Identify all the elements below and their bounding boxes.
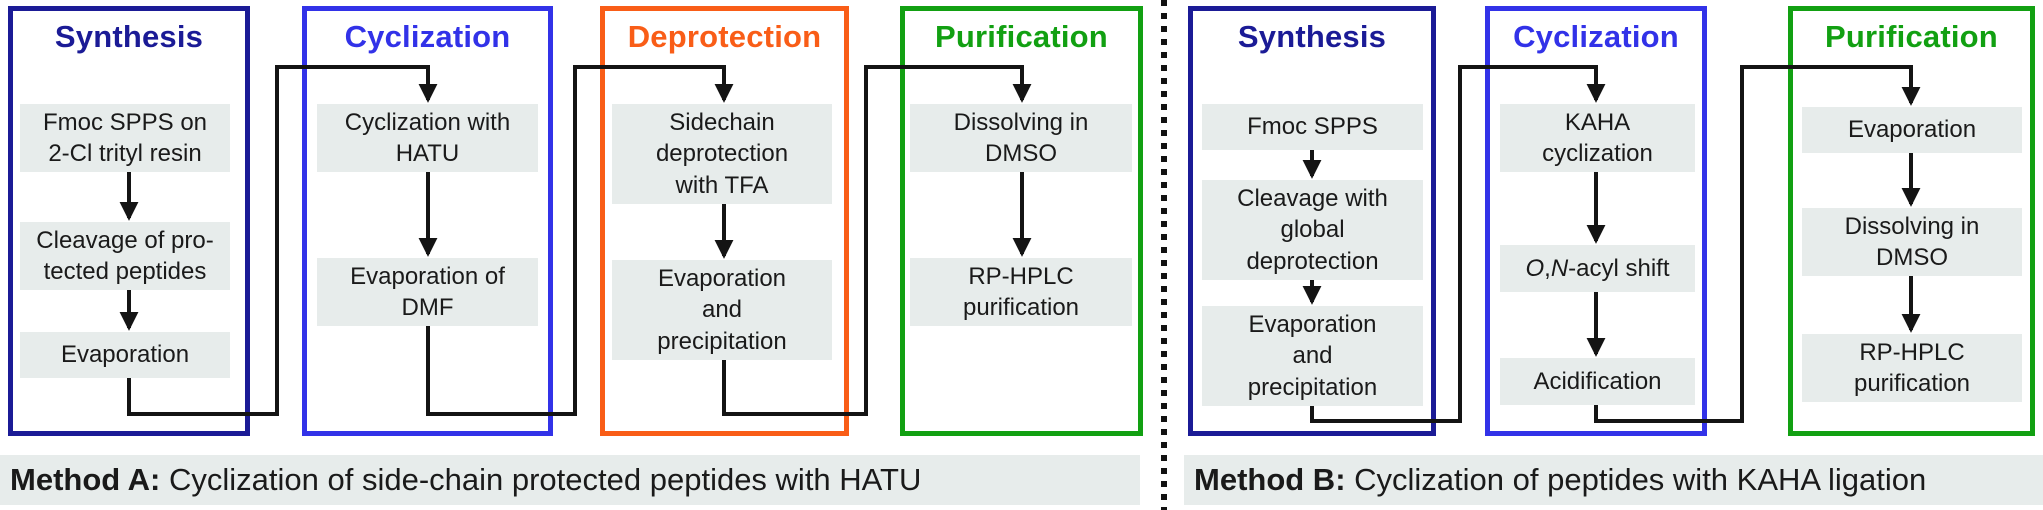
on-acyl-comma: ,	[1544, 254, 1551, 282]
step-b-synthesis-fmoc-spps: Fmoc SPPS	[1202, 104, 1423, 150]
on-acyl-shift-text: O,N-acyl shift	[1525, 253, 1669, 284]
panel-a-deprotection: Deprotection	[600, 6, 849, 436]
panel-b-synthesis-title: Synthesis	[1237, 19, 1387, 54]
on-acyl-rest: -acyl shift	[1568, 254, 1670, 282]
step-a-synthesis-cleavage: Cleavage of pro- tected peptides	[20, 222, 230, 290]
panel-a-purification: Purification	[900, 6, 1143, 436]
caption-method-b-text: Cyclization of peptides with KAHA ligati…	[1345, 462, 1927, 497]
panel-a-synthesis-title: Synthesis	[54, 19, 204, 54]
panel-a-cyclization-title: Cyclization	[344, 19, 511, 54]
caption-method-a-text: Cyclization of side-chain protected pept…	[160, 462, 922, 497]
step-b-cyclization-acidification: Acidification	[1500, 358, 1695, 405]
step-a-synthesis-evaporation: Evaporation	[20, 332, 230, 378]
panel-b-cyclization-title: Cyclization	[1513, 19, 1679, 54]
panel-a-deprotection-title: Deprotection	[627, 19, 822, 54]
caption-method-a-label: Method A:	[10, 462, 161, 497]
step-b-cyclization-kaha: KAHA cyclization	[1500, 104, 1695, 172]
step-b-purification-rp-hplc: RP-HPLC purification	[1802, 334, 2022, 402]
on-acyl-n: N	[1550, 254, 1569, 282]
step-a-purification-rp-hplc: RP-HPLC purification	[910, 258, 1132, 326]
on-acyl-o: O	[1525, 254, 1545, 282]
panel-a-purification-title: Purification	[935, 19, 1108, 54]
step-b-purification-dmso: Dissolving in DMSO	[1802, 208, 2022, 276]
method-divider-dotted-line	[1161, 0, 1167, 510]
caption-method-b: Method B: Cyclization of peptides with K…	[1184, 455, 2043, 505]
step-b-synthesis-evap-precip: Evaporation and precipitation	[1202, 306, 1423, 406]
caption-method-b-label: Method B:	[1194, 462, 1346, 497]
step-a-purification-dmso: Dissolving in DMSO	[910, 104, 1132, 172]
step-a-cyclization-hatu: Cyclization with HATU	[317, 104, 538, 172]
step-a-cyclization-evaporation-dmf: Evaporation of DMF	[317, 258, 538, 326]
step-a-deprotection-evap-precip: Evaporation and precipitation	[612, 260, 832, 360]
step-b-synthesis-cleavage-global: Cleavage with global deprotection	[1202, 180, 1423, 280]
step-b-purification-evaporation: Evaporation	[1802, 107, 2022, 153]
panel-a-cyclization: Cyclization	[302, 6, 553, 436]
panel-b-purification-title: Purification	[1825, 19, 1998, 54]
step-b-cyclization-on-acyl-shift: O,N-acyl shift	[1500, 245, 1695, 292]
step-a-deprotection-tfa: Sidechain deprotection with TFA	[612, 104, 832, 204]
step-a-synthesis-fmoc-spps: Fmoc SPPS on 2-Cl trityl resin	[20, 104, 230, 172]
caption-method-a: Method A: Cyclization of side-chain prot…	[0, 455, 1140, 505]
